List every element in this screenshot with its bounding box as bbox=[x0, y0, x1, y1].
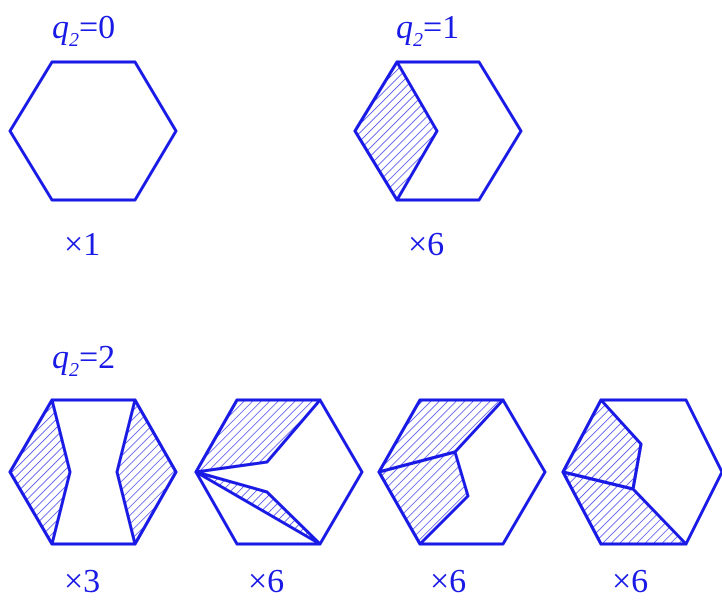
hexagon-one-rhombus bbox=[353, 60, 523, 202]
hatched-rhombus bbox=[353, 60, 439, 202]
multiplicity-label: ×3 bbox=[64, 563, 100, 600]
label-q2-0: q2=0 bbox=[52, 9, 115, 51]
hexagon-kinked-cut bbox=[377, 398, 547, 546]
multiplicity-label: ×1 bbox=[64, 226, 100, 263]
multiplicity-label: ×6 bbox=[248, 563, 284, 600]
multiplicity-label: ×6 bbox=[612, 563, 648, 600]
hexagon-star-cut bbox=[194, 398, 364, 546]
hatched-lower-wedge bbox=[194, 470, 322, 546]
label-q2-1: q2=1 bbox=[396, 9, 459, 51]
hexagon-empty bbox=[8, 60, 178, 202]
label-q2-2: q2=2 bbox=[52, 339, 115, 381]
hexagon-two-side-regions bbox=[8, 398, 178, 546]
multiplicity-label: ×6 bbox=[408, 226, 444, 263]
multiplicity-label: ×6 bbox=[430, 563, 466, 600]
hatched-upper-wedge bbox=[194, 398, 322, 474]
hexagon-left-region bbox=[561, 398, 722, 546]
